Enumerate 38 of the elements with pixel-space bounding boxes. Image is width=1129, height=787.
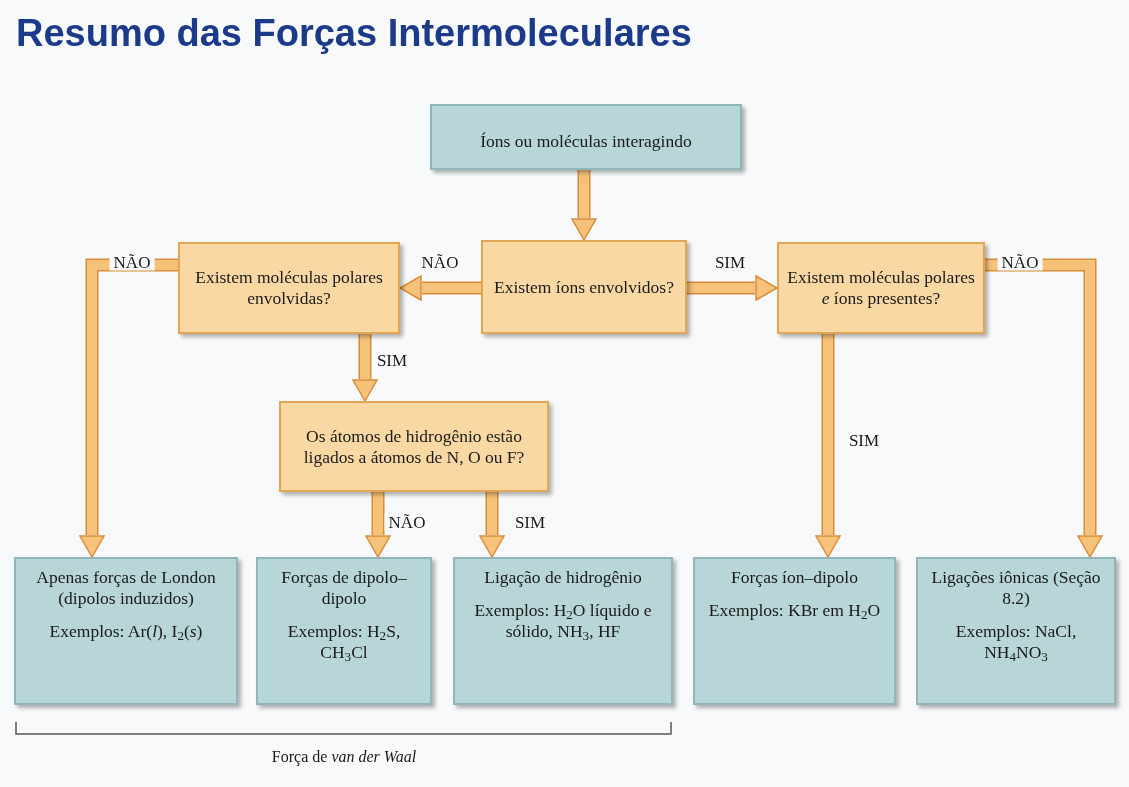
examples-text: Exemplos: KBr em H$_{2}$O (708, 600, 881, 621)
arrow (985, 258, 1103, 558)
arrow (352, 334, 378, 402)
decision-box (178, 242, 400, 334)
examples-text: Exemplos: NaCl, NH$_{4}$NO$_{3}$ (954, 621, 1078, 663)
bracket-label: Força de van der Waal (271, 747, 417, 768)
box-title: Forças íon–dipolo (731, 567, 858, 588)
box-title: Existem íons envolvidos? (494, 276, 674, 298)
examples-text: Exemplos: H$_{2}$S, CH$_{3}$Cl (286, 621, 402, 663)
box-title: Íons ou moléculas interagindo (480, 130, 692, 152)
decision-box (777, 242, 985, 334)
box-title: Os átomos de hidrogênio estão ligados a átomos de N, O ou F? (302, 425, 526, 468)
edge-label: NÃO (109, 253, 155, 271)
examples-text: Exemplos: H$_{2}$O líquido e sólido, NH$_{3}$, HF (473, 600, 653, 642)
box-title: Ligação de hidrogênio (484, 567, 642, 588)
arrow (479, 492, 505, 558)
title: Resumo das Forças Intermoleculares (16, 14, 692, 52)
result-box (693, 557, 896, 705)
result-box (430, 104, 742, 170)
box-title: Existem moléculas polares e íons presentes? (787, 267, 975, 309)
box-title: Forças de dipolo–dipolo (280, 567, 408, 609)
arrow (365, 492, 391, 558)
result-box (453, 557, 673, 705)
result-box (916, 557, 1116, 705)
box-title: Existem moléculas polares envolvidas? (194, 267, 384, 309)
examples-text: Exemplos: Ar(l), I$_{2}$(s) (49, 621, 203, 642)
decision-box (279, 401, 549, 492)
arrow (815, 334, 841, 558)
result-box (14, 557, 238, 705)
decision-box (481, 240, 687, 334)
arrow (687, 275, 778, 301)
arrow (571, 170, 597, 241)
result-box (256, 557, 432, 705)
arrow (399, 275, 481, 301)
box-title: Ligações iônicas (Seção 8.2) (930, 567, 1102, 609)
arrow (79, 258, 178, 558)
box-title: Apenas forças de London (dipolos induzidos) (35, 567, 217, 609)
edge-label: NÃO (997, 253, 1043, 271)
